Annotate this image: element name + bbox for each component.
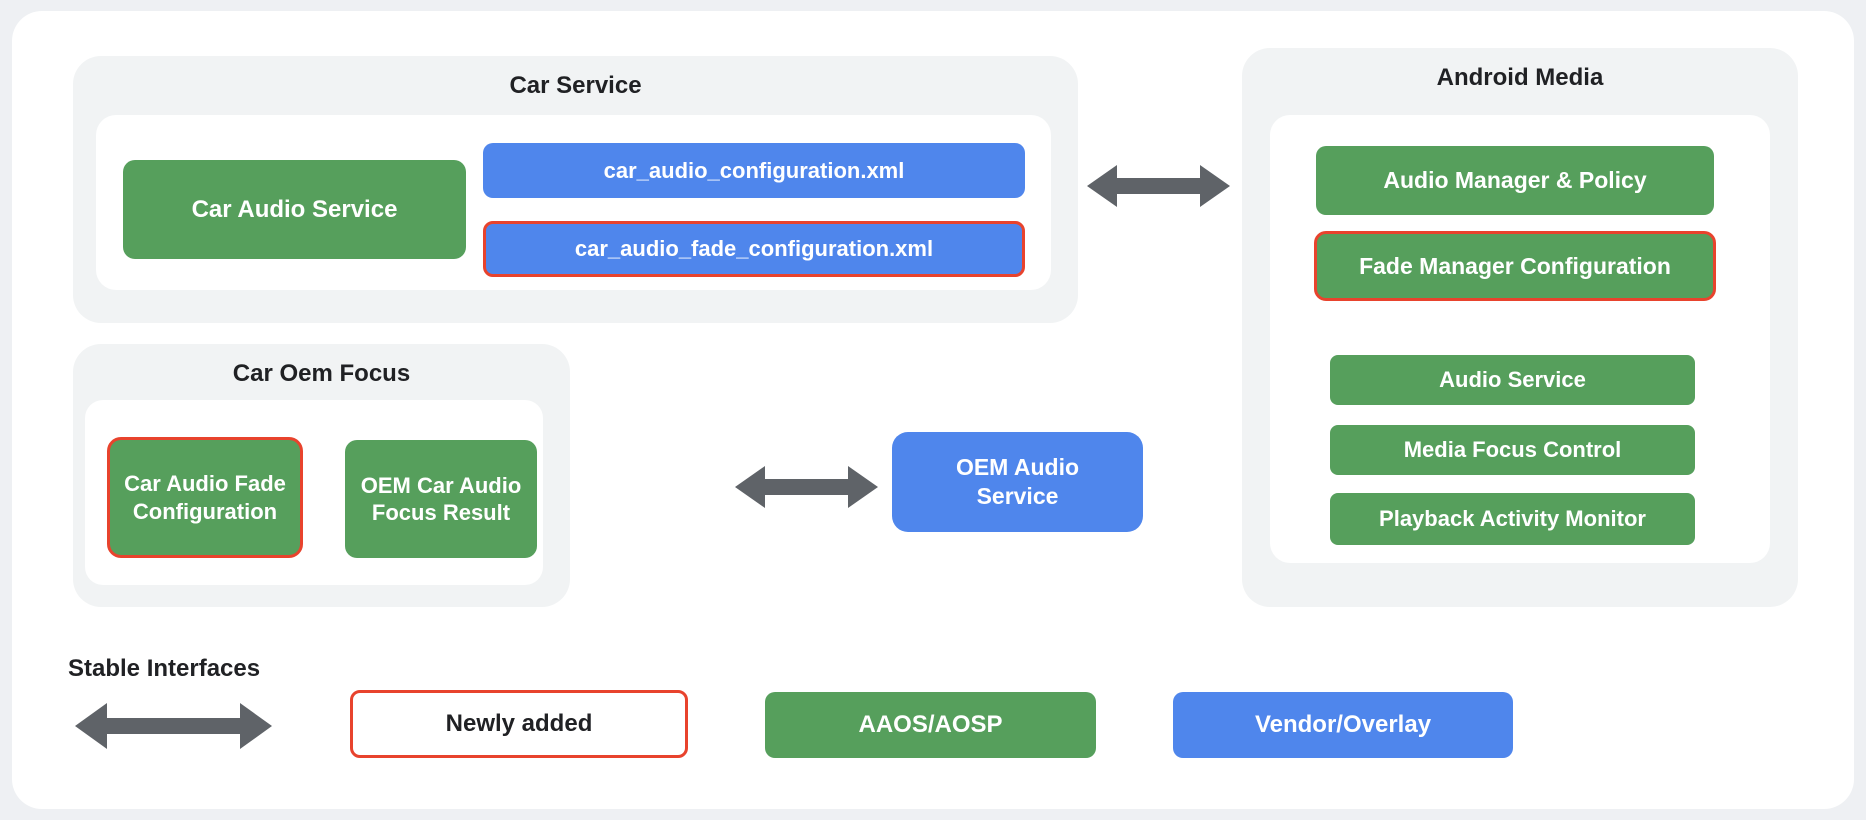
car-service-android-media-arrow-icon (1087, 163, 1230, 209)
car-service-title: Car Service (509, 72, 642, 99)
stable-interfaces-arrow-icon (75, 701, 272, 751)
car-audio-service-box: Car Audio Service (123, 160, 466, 259)
car-oem-focus-title: Car Oem Focus (232, 360, 411, 387)
car-service-panel: Car Audio Service car_audio_configuratio… (96, 115, 1051, 290)
fade-manager-configuration-box: Fade Manager Configuration (1314, 231, 1716, 301)
stable-interfaces-label: Stable Interfaces (68, 655, 261, 682)
car-service-group: Car Service Car Audio Service car_audio_… (73, 56, 1078, 323)
android-media-title: Android Media (1436, 64, 1604, 91)
car-audio-fade-configuration-xml-box: car_audio_fade_configuration.xml (483, 221, 1025, 277)
android-media-panel: Audio Manager & Policy Fade Manager Conf… (1270, 115, 1770, 563)
oem-audio-service-box: OEM Audio Service (892, 432, 1143, 532)
legend-vendor-overlay-box: Vendor/Overlay (1173, 692, 1513, 758)
audio-manager-policy-box: Audio Manager & Policy (1316, 146, 1714, 215)
car-oem-focus-group: Car Oem Focus Car Audio Fade Configurati… (73, 344, 570, 607)
android-media-group: Android Media Audio Manager & Policy Fad… (1242, 48, 1798, 607)
diagram-card: Car Service Car Audio Service car_audio_… (12, 11, 1854, 809)
legend-newly-added-box: Newly added (350, 690, 688, 758)
media-focus-control-box: Media Focus Control (1330, 425, 1695, 475)
car-audio-fade-configuration-box: Car Audio Fade Configuration (107, 437, 303, 558)
car-audio-configuration-xml-box: car_audio_configuration.xml (483, 143, 1025, 198)
playback-activity-monitor-box: Playback Activity Monitor (1330, 493, 1695, 545)
audio-service-box: Audio Service (1330, 355, 1695, 405)
oem-car-audio-focus-result-box: OEM Car Audio Focus Result (345, 440, 537, 558)
car-oem-focus-oem-audio-service-arrow-icon (735, 464, 878, 510)
legend-aaos-aosp-box: AAOS/AOSP (765, 692, 1096, 758)
car-oem-focus-panel: Car Audio Fade Configuration OEM Car Aud… (85, 400, 543, 585)
